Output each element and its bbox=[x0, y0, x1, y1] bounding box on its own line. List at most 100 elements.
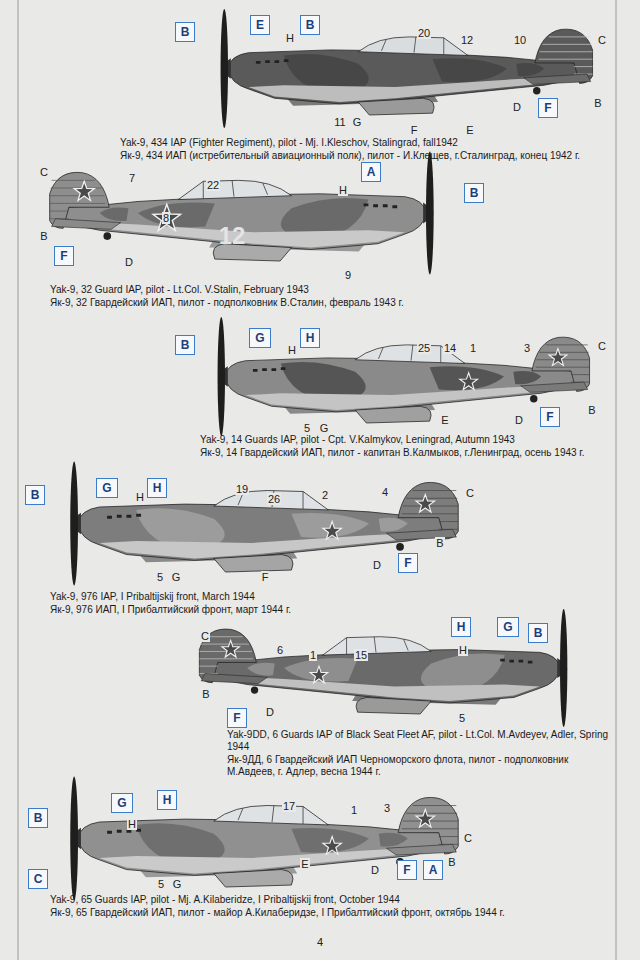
callout-number: 17 bbox=[282, 800, 296, 812]
callout-letter: B bbox=[34, 812, 43, 824]
callout-number: H bbox=[127, 818, 137, 830]
callout-number: H bbox=[287, 344, 297, 356]
caption-text: Як-9, 14 Гвардейский ИАП, пилот - капита… bbox=[200, 447, 615, 459]
callout-letter-box: B bbox=[175, 335, 196, 355]
caption-text: Yak-9DD, 6 Guards IAP of Black Seat Flee… bbox=[227, 729, 612, 753]
callout-letter: F bbox=[403, 864, 411, 876]
callout-number: C bbox=[597, 340, 607, 352]
callout-letter-box: B bbox=[300, 15, 321, 35]
callout-number: 5 bbox=[157, 878, 165, 890]
callout-number: 3 bbox=[523, 342, 531, 354]
callout-number: C bbox=[463, 832, 473, 844]
callout-number: B bbox=[587, 404, 596, 416]
callout-number: 15 bbox=[354, 649, 368, 661]
callout-number: B bbox=[201, 688, 210, 700]
callout-number: B bbox=[435, 537, 444, 549]
callout-letter: G bbox=[503, 621, 512, 633]
callout-letter: G bbox=[102, 482, 111, 494]
callout-letter: H bbox=[457, 621, 466, 633]
callout-letter-box: A bbox=[361, 162, 382, 182]
callout-number: 2 bbox=[321, 489, 329, 501]
callout-letter: F bbox=[60, 250, 68, 262]
callout-letter: B bbox=[306, 19, 315, 31]
callout-number: 4 bbox=[381, 486, 389, 498]
callout-letter-box: G bbox=[111, 793, 132, 813]
callout-letter: F bbox=[404, 557, 412, 569]
callout-number: H bbox=[285, 32, 295, 44]
callout-number: F bbox=[410, 124, 419, 136]
caption-text: Як-9, 976 ИАП, I Прибалтийский фронт, ма… bbox=[50, 604, 610, 616]
callout-number: 20 bbox=[417, 27, 431, 39]
callout-letter-box: E bbox=[250, 15, 270, 35]
callout-number: 11 bbox=[333, 116, 346, 128]
callout-number: H bbox=[338, 184, 348, 196]
callout-letter-box: G bbox=[249, 328, 270, 348]
callout-number: D bbox=[124, 256, 134, 268]
callout-number: 9 bbox=[344, 269, 352, 281]
callout-number: B bbox=[39, 230, 48, 242]
callout-letter-box: C bbox=[28, 869, 49, 889]
callout-letter: A bbox=[367, 166, 376, 178]
callout-letter-box: B bbox=[464, 183, 485, 203]
callout-number: E bbox=[300, 858, 309, 870]
callout-letter-box: B bbox=[28, 808, 49, 828]
callout-letter-box: B bbox=[175, 22, 196, 42]
callout-number: 26 bbox=[267, 493, 281, 505]
callout-number: 10 bbox=[513, 34, 527, 46]
callout-number: D bbox=[514, 414, 524, 426]
callout-letter: H bbox=[163, 794, 172, 806]
callout-number: 5 bbox=[156, 571, 164, 583]
callout-letter: C bbox=[34, 873, 43, 885]
aircraft-profile bbox=[70, 776, 458, 900]
caption-text: Як-9, 434 ИАП (истребительный авиационны… bbox=[120, 150, 590, 162]
callout-number: D bbox=[512, 101, 522, 113]
callout-number: C bbox=[39, 166, 49, 178]
callout-number: 1 bbox=[309, 649, 317, 661]
callout-number: B bbox=[447, 856, 456, 868]
callout-letter-box: H bbox=[451, 617, 472, 637]
callout-number: 12 bbox=[460, 34, 474, 46]
callout-letter-box: H bbox=[157, 790, 178, 810]
callout-letter-box: H bbox=[147, 478, 168, 498]
callout-letter-box: F bbox=[397, 860, 417, 880]
caption-text: Yak-9, 976 IAP, I Pribaltijskij front, M… bbox=[50, 591, 610, 603]
callout-number: D bbox=[370, 864, 380, 876]
callout-number: B bbox=[593, 97, 602, 109]
callout-number: H bbox=[458, 644, 468, 656]
callout-letter-box: F bbox=[227, 708, 247, 728]
callout-number: 1 bbox=[469, 342, 477, 354]
caption-text: Yak-9, 32 Guard IAP, pilot - Lt.Col. V.S… bbox=[50, 284, 610, 296]
callout-number: C bbox=[200, 630, 210, 642]
callout-letter: B bbox=[181, 26, 190, 38]
callout-number: H bbox=[135, 491, 145, 503]
callout-letter: B bbox=[31, 489, 40, 501]
callout-number: 19 bbox=[235, 483, 249, 495]
aircraft-marking: 12 bbox=[219, 223, 246, 249]
caption-text: Як-9ДД, 6 Гвардейский ИАП Черноморского … bbox=[227, 754, 612, 778]
callout-number: 6 bbox=[276, 644, 284, 656]
callout-number: 1 bbox=[350, 804, 358, 816]
callout-letter: H bbox=[306, 332, 315, 344]
callout-letter-box: F bbox=[540, 407, 560, 427]
callout-number: 5 bbox=[303, 422, 311, 434]
callout-letter: B bbox=[181, 339, 190, 351]
callout-number: C bbox=[465, 487, 475, 499]
aircraft-profile bbox=[218, 317, 590, 436]
callout-number: 25 bbox=[417, 342, 431, 354]
callout-letter-box: G bbox=[96, 478, 117, 498]
aircraft-profile bbox=[221, 9, 593, 128]
callout-letter-box: B bbox=[25, 485, 46, 505]
callout-number: 14 bbox=[443, 342, 457, 354]
page-edge bbox=[616, 0, 617, 960]
callout-number: 3 bbox=[383, 802, 391, 814]
caption-text: Yak-9, 434 IAP (Fighter Regiment), pilot… bbox=[120, 137, 590, 149]
callout-number: 5 bbox=[458, 712, 466, 724]
callout-letter: F bbox=[546, 411, 554, 423]
callout-number: C bbox=[597, 34, 607, 46]
caption-text: Yak-9, 65 Guards IAP, pilot - Mj. A.Kila… bbox=[50, 894, 620, 906]
callout-letter-box: F bbox=[398, 553, 418, 573]
callout-letter: B bbox=[534, 627, 543, 639]
callout-letter: F bbox=[544, 102, 552, 114]
page-edge bbox=[18, 0, 19, 960]
callout-number: E bbox=[465, 124, 474, 136]
